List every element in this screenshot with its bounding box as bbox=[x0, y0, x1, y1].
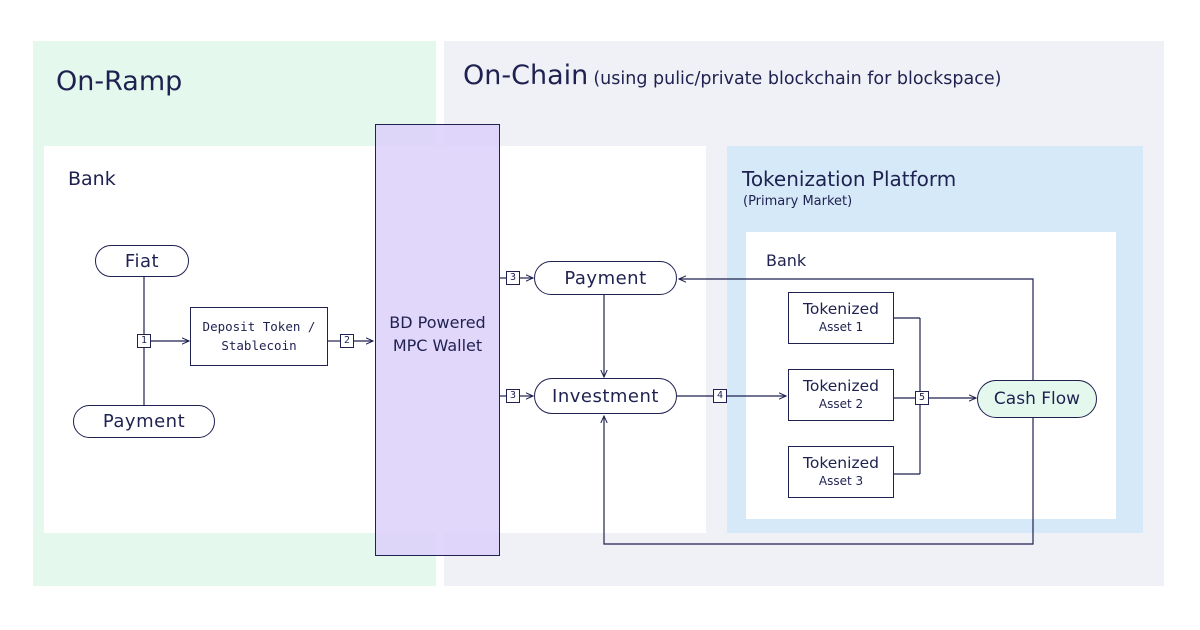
cash-flow-to-payment bbox=[679, 279, 1034, 380]
tokenized-asset-3: Tokenized Asset 3 bbox=[788, 446, 894, 498]
bank-label: Bank bbox=[68, 168, 116, 190]
deposit-token-box: Deposit Token / Stablecoin bbox=[190, 307, 328, 366]
mpc-wallet-line2: MPC Wallet bbox=[392, 336, 483, 356]
asset-1-sub: Asset 1 bbox=[818, 319, 864, 334]
fiat-node: Fiat bbox=[95, 245, 189, 277]
tokenized-asset-2: Tokenized Asset 2 bbox=[788, 369, 894, 421]
cash-flow-label: Cash Flow bbox=[993, 389, 1081, 409]
tokenization-platform-title: Tokenization Platform bbox=[742, 167, 957, 191]
deposit-token-line2: Stablecoin bbox=[221, 337, 297, 353]
payment-label-onramp: Payment bbox=[102, 411, 186, 432]
cash-flow-to-investment bbox=[604, 416, 1034, 545]
tokenization-platform-subtitle: (Primary Market) bbox=[743, 194, 853, 209]
tokenization-bank-label: Bank bbox=[766, 251, 807, 270]
step-marker-5: 5 bbox=[915, 391, 929, 405]
payment-node-onramp: Payment bbox=[73, 405, 215, 438]
asset-2-sub: Asset 2 bbox=[818, 396, 864, 411]
asset-3-title: Tokenized bbox=[803, 454, 879, 473]
tokenized-asset-1: Tokenized Asset 1 bbox=[788, 292, 894, 344]
on-ramp-title: On-Ramp bbox=[56, 66, 183, 97]
payment-label-onchain: Payment bbox=[564, 267, 647, 289]
mpc-wallet: BD Powered MPC Wallet bbox=[375, 124, 500, 556]
asset-2-title: Tokenized bbox=[803, 377, 879, 396]
mpc-wallet-line1: BD Powered bbox=[389, 313, 486, 332]
step-marker-3a: 3 bbox=[506, 271, 520, 285]
on-chain-heading: On-Chain (using pulic/private blockchain… bbox=[463, 60, 1001, 91]
on-chain-subtitle: (using pulic/private blockchain for bloc… bbox=[593, 69, 1002, 89]
investment-node: Investment bbox=[534, 378, 677, 414]
step-marker-3b: 3 bbox=[506, 389, 520, 403]
step-marker-2: 2 bbox=[340, 334, 354, 348]
fiat-label: Fiat bbox=[124, 250, 160, 272]
step-marker-1: 1 bbox=[137, 334, 151, 348]
cash-flow-node: Cash Flow bbox=[977, 380, 1097, 418]
asset-1-title: Tokenized bbox=[803, 300, 879, 319]
investment-label: Investment bbox=[552, 385, 659, 407]
step-marker-4: 4 bbox=[713, 389, 727, 403]
payment-node-onchain: Payment bbox=[534, 261, 677, 295]
deposit-token-line1: Deposit Token / bbox=[202, 319, 316, 335]
mpc-wallet-label: BD Powered MPC Wallet bbox=[376, 311, 499, 357]
asset-3-sub: Asset 3 bbox=[818, 473, 864, 488]
on-chain-title: On-Chain bbox=[463, 60, 589, 91]
